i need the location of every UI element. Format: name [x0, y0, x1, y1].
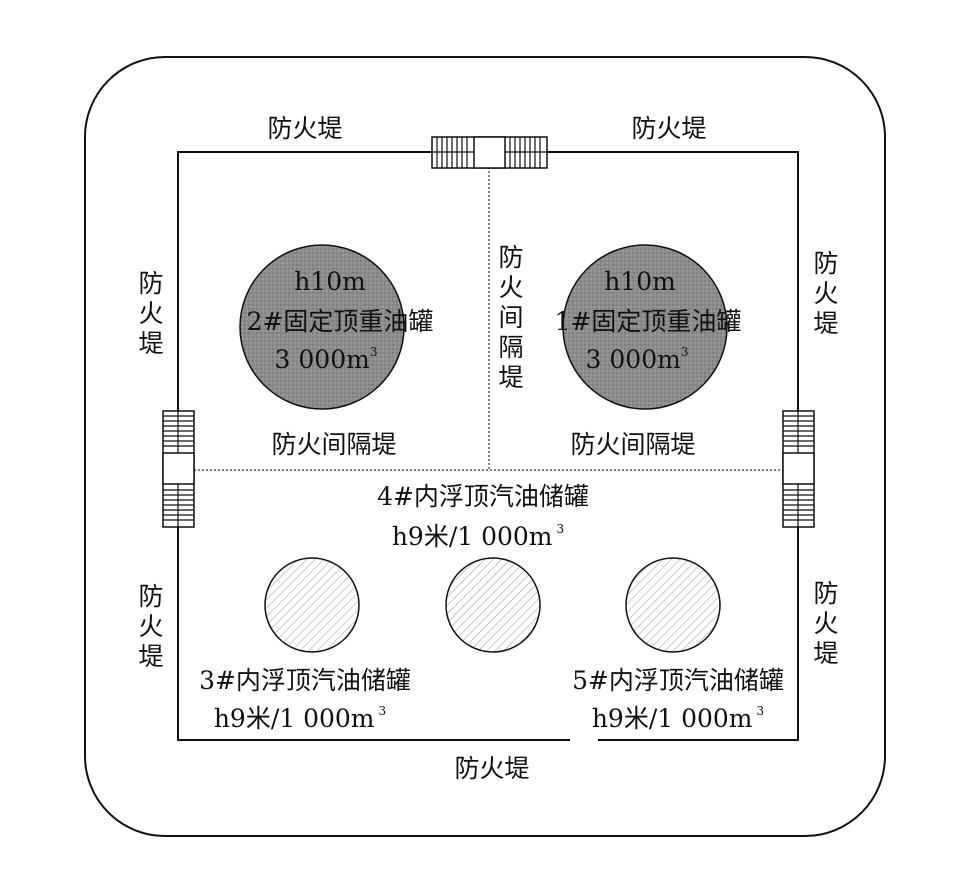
tank-4-spec-sup: 3: [557, 522, 565, 536]
tank-4-spec: h9米/1 000m 3: [392, 522, 564, 551]
separation-dike-label-right: 防火间隔堤: [570, 430, 695, 459]
dike-char: 防: [813, 579, 838, 608]
tank-3-circle: [264, 557, 360, 653]
tank-4-circle: [445, 557, 541, 653]
dike-char: 堤: [813, 309, 838, 338]
dike-label-right-upper: 防 火 堤: [813, 249, 838, 338]
right-stair: [782, 410, 815, 528]
tank-2-height: h10m: [294, 267, 366, 296]
tank-1-height: h10m: [604, 267, 676, 296]
tank-3-spec-sup: 3: [379, 704, 387, 718]
tank-1-name: 1#固定顶重油罐: [555, 307, 742, 336]
dike-label-top-left: 防火堤: [267, 114, 342, 143]
tank-5-label: 5#内浮顶汽油储罐 h9米/1 000m 3: [572, 666, 784, 733]
tank-5-spec: h9米/1 000m 3: [592, 704, 764, 733]
tank-4-name: 4#内浮顶汽油储罐: [377, 482, 589, 511]
dike-char: 堤: [138, 329, 163, 358]
dike-char: 火: [138, 612, 163, 641]
tank-2-name: 2#固定顶重油罐: [247, 307, 434, 336]
dike-char: 火: [138, 299, 163, 328]
separation-char: 隔: [498, 333, 523, 362]
tank-5-spec-sup: 3: [757, 704, 765, 718]
outer-boundary: [84, 56, 886, 837]
tank-1-circle: [562, 244, 728, 410]
dike-label-top-right: 防火堤: [631, 114, 706, 143]
dike-char: 防: [813, 249, 838, 278]
tank-3-spec-base: h9米/1 000m: [214, 704, 375, 733]
separation-char: 防: [498, 243, 523, 272]
tank-1-volume: 3 000m3: [586, 345, 689, 374]
dike-label-right-lower: 防 火 堤: [813, 579, 838, 668]
dike-char: 火: [813, 279, 838, 308]
left-stair: [162, 410, 195, 528]
separation-dike-vertical-label: 防 火 间 隔 堤: [498, 243, 523, 392]
dike-label-bottom: 防火堤: [454, 754, 529, 783]
tank-2-volume: 3 000m3: [275, 345, 378, 374]
top-stair: [431, 136, 548, 169]
dike-char: 堤: [138, 642, 163, 671]
dike-char: 堤: [813, 639, 838, 668]
tank-3-name: 3#内浮顶汽油储罐: [199, 666, 411, 695]
tank-3-label: 3#内浮顶汽油储罐 h9米/1 000m 3: [199, 666, 411, 733]
dike-char: 防: [138, 269, 163, 298]
separation-char: 堤: [498, 363, 523, 392]
dike-char: 火: [813, 609, 838, 638]
dike-char: 防: [138, 582, 163, 611]
tank-2-circle: [239, 244, 405, 410]
tank-5-name: 5#内浮顶汽油储罐: [572, 666, 784, 695]
tank-5-spec-base: h9米/1 000m: [592, 704, 753, 733]
dike-label-left-lower: 防 火 堤: [138, 582, 163, 671]
tank-5-circle: [625, 557, 721, 653]
dike-label-left-upper: 防 火 堤: [138, 269, 163, 358]
tank-2-volume-base: 3 000m: [275, 345, 371, 374]
tank-1-volume-base: 3 000m: [586, 345, 682, 374]
tank-2-label: h10m 2#固定顶重油罐 3 000m3: [247, 267, 434, 374]
tank-4-spec-base: h9米/1 000m: [392, 522, 553, 551]
tank-2-volume-sup: 3: [370, 345, 378, 359]
tank-3-spec: h9米/1 000m 3: [214, 704, 386, 733]
tank-4-label: 4#内浮顶汽油储罐 h9米/1 000m 3: [377, 482, 589, 551]
tank-1-label: h10m 1#固定顶重油罐 3 000m3: [555, 267, 742, 374]
tank-1-volume-sup: 3: [681, 345, 689, 359]
separation-dike-label-left: 防火间隔堤: [271, 430, 396, 459]
separation-char: 间: [498, 303, 523, 332]
separation-char: 火: [498, 273, 523, 302]
